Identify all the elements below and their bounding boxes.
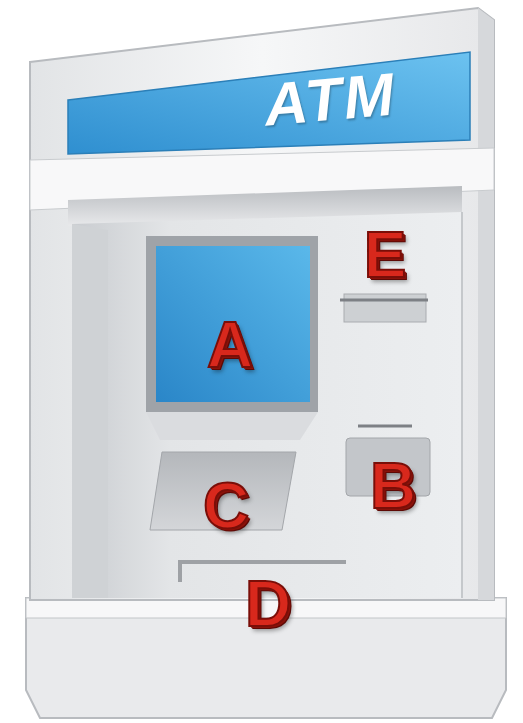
sign-panel — [68, 52, 470, 154]
callout-letter: E — [364, 223, 407, 287]
card-slot — [340, 294, 428, 322]
callout-letter: C — [203, 474, 249, 538]
screen — [146, 236, 318, 440]
callout-letter: D — [245, 572, 291, 636]
sign-text: ATM — [262, 64, 398, 135]
atm-body — [30, 8, 494, 600]
callout-letter: A — [207, 313, 253, 377]
recess — [72, 212, 462, 598]
callout-letter: B — [370, 454, 416, 518]
